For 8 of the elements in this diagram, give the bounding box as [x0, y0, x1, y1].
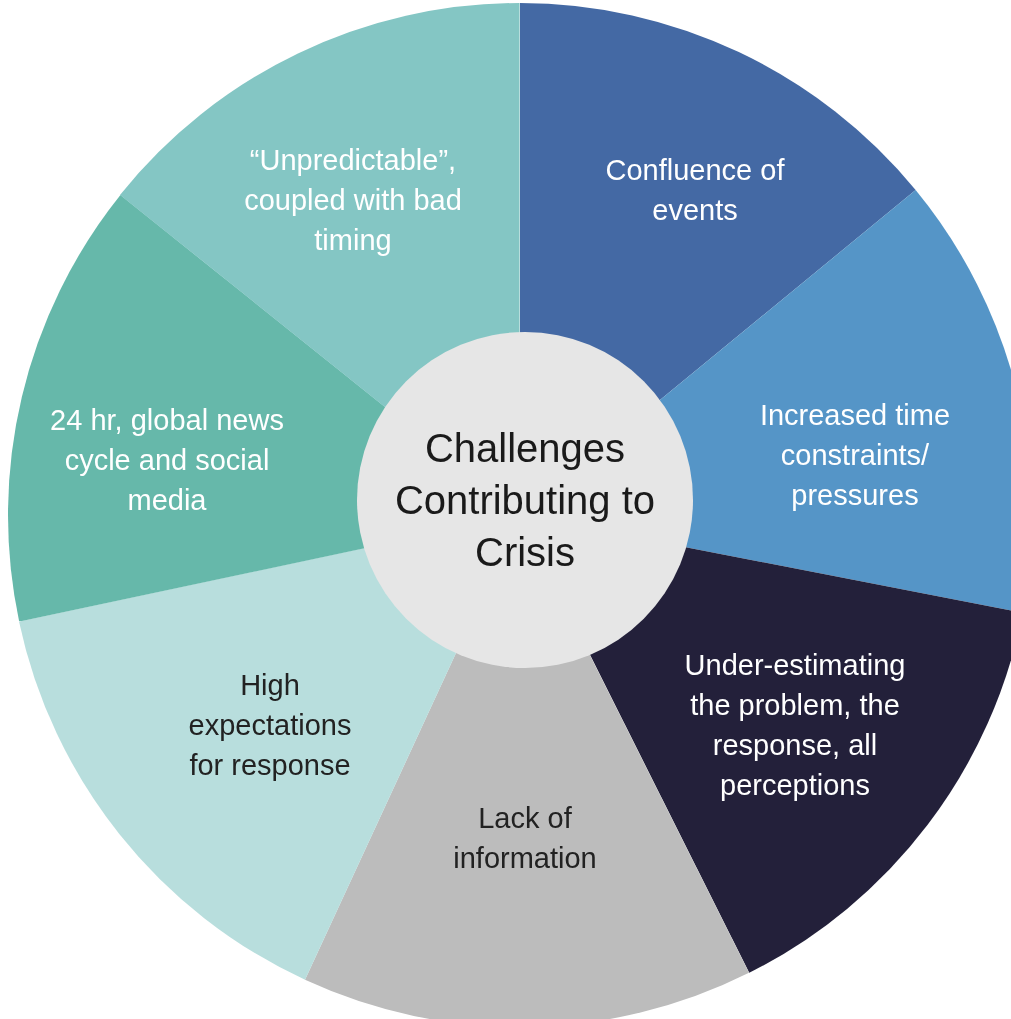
segment-label: Lack of information: [452, 801, 598, 876]
segment-label: Confluence of events: [604, 153, 786, 228]
segment-label: 24 hr, global news cycle and social media: [49, 402, 285, 518]
center-label: Challenges Contributing to Crisis: [393, 425, 657, 576]
segment-label: Increased time constraints/ pressures: [758, 397, 952, 513]
segment-label: “Unpredictable”, coupled with bad timing: [243, 143, 463, 258]
segment-label: Under-estimating the problem, the response, all perceptions: [683, 647, 907, 803]
segment-label: High expectations for response: [187, 668, 353, 783]
